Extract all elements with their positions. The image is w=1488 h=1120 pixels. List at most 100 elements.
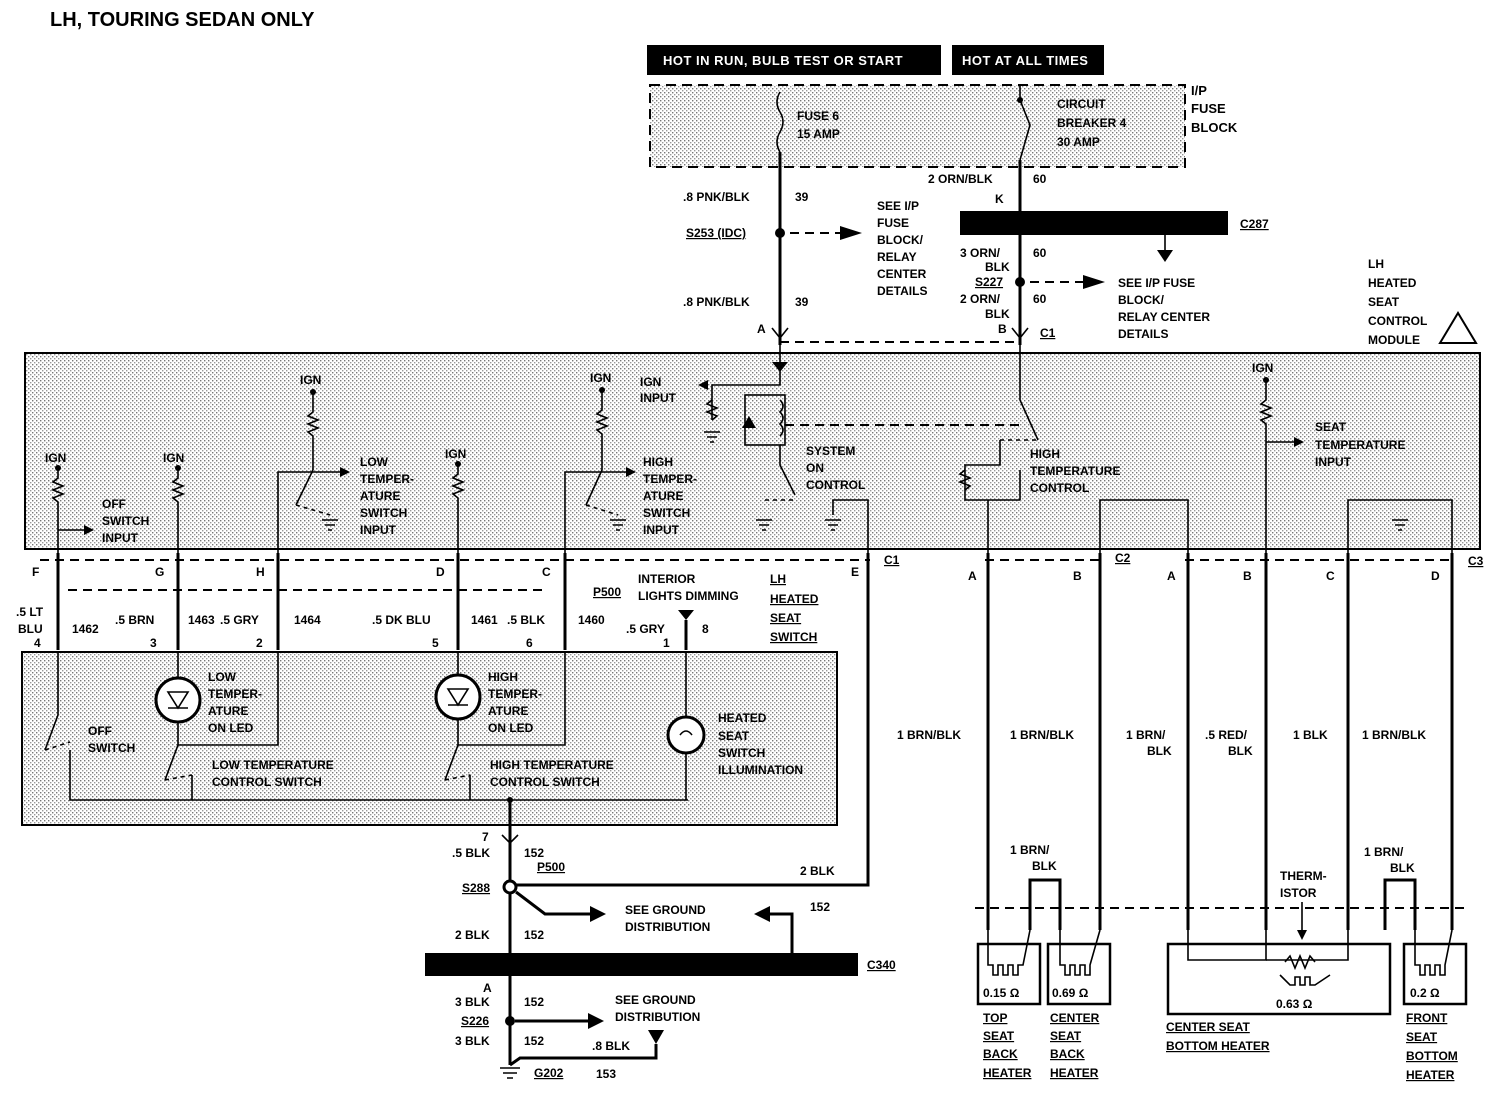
sw-pin-2: 2 — [256, 636, 263, 650]
relay-coil-box — [744, 394, 786, 446]
ign-label-seat: IGN — [1252, 361, 1273, 375]
pin-h: H — [256, 565, 265, 579]
bottom-heater-box — [1166, 942, 1392, 1016]
connector-c340-bar — [425, 953, 858, 976]
sw-pin-6: 6 — [526, 636, 533, 650]
sw-pin-4: 4 — [34, 636, 41, 650]
ground-w6: .8 BLK — [592, 1039, 630, 1053]
heater-wire-4: .5 RED/ — [1205, 728, 1248, 742]
bottom-heater-2: BOTTOM HEATER — [1166, 1039, 1270, 1053]
wire-c-label: .5 BLK — [507, 613, 545, 627]
resistor-high-sw-icon — [594, 390, 610, 470]
resistor-low-led-icon — [170, 468, 186, 553]
see-ip-4: RELAY — [877, 250, 917, 264]
ground-w6-wire — [509, 1044, 658, 1067]
led-diode-icon — [166, 691, 190, 710]
ground-see1-2: DISTRIBUTION — [625, 920, 710, 934]
pin-e: E — [851, 565, 859, 579]
connector-chevron-icon — [771, 327, 789, 340]
pin-g: G — [155, 565, 164, 579]
ign-label-off: IGN — [45, 451, 66, 465]
module-label-3: SEAT — [1368, 295, 1400, 309]
circuit-1461: 1461 — [471, 613, 498, 627]
see-ip-6: DETAILS — [877, 284, 927, 298]
center-heater-3: BACK — [1050, 1047, 1085, 1061]
module-loop-c3c-c3d — [1347, 499, 1453, 553]
module-c1-label: C1 — [884, 553, 900, 567]
resistor-seat-icon — [1258, 380, 1274, 553]
high-input-5: INPUT — [643, 523, 680, 537]
front-heater-4: HEATER — [1406, 1068, 1455, 1082]
top-heater-ohm: 0.15 Ω — [983, 986, 1020, 1000]
high-led-3: ATURE — [488, 704, 528, 718]
high-ctrl-switch — [1019, 345, 1039, 441]
arrow-down-icon — [1297, 930, 1307, 940]
feed-wire-2-label: .8 PNK/BLK — [683, 295, 750, 309]
heater-grid-icon — [1059, 929, 1101, 976]
heated-seat-control-module — [24, 352, 1481, 550]
jumper-2-label-2: BLK — [1390, 861, 1415, 875]
thermistor-2: ISTOR — [1280, 886, 1317, 900]
ground-icon — [756, 519, 772, 531]
ign-label-high-led: IGN — [445, 447, 466, 461]
ground-e-line — [832, 499, 869, 553]
hot-in-run-label: HOT IN RUN, BULB TEST OR START — [663, 53, 903, 68]
bottom-heater-path — [1187, 930, 1267, 961]
sw-pin-5: 5 — [432, 636, 439, 650]
arrow-left-icon — [754, 906, 770, 922]
center-seat-back-heater — [1046, 929, 1112, 1006]
center-heater-1: CENTER — [1050, 1011, 1100, 1025]
high-input-1: HIGH — [643, 455, 673, 469]
wire-e-2blk — [515, 553, 870, 887]
fuse-amp: 15 AMP — [797, 127, 840, 141]
circuit-breaker-icon — [1019, 85, 1031, 161]
top-heater-2: SEAT — [983, 1029, 1015, 1043]
high-input-switch — [585, 469, 603, 506]
ip-fuse-block — [649, 84, 1186, 168]
connector-c287-bar — [960, 211, 1228, 235]
circuit-1463: 1463 — [188, 613, 215, 627]
resistor-high-led-icon — [450, 464, 466, 553]
ign-input-2: INPUT — [640, 391, 677, 405]
wire-d-label: .5 DK BLU — [372, 613, 431, 627]
relay-coil-icon — [778, 399, 784, 437]
top-heater-1: TOP — [983, 1011, 1007, 1025]
ground-c152-wire — [770, 912, 794, 953]
sw-label-3: SEAT — [770, 611, 802, 625]
ground-c152: 152 — [810, 900, 830, 914]
off-switch-2: SWITCH — [88, 741, 135, 755]
module-loop-c2b-c3a — [1099, 499, 1189, 553]
splice-s288-icon — [502, 879, 518, 895]
illum-1: HEATED — [718, 711, 767, 725]
system-on-1: SYSTEM — [806, 444, 855, 458]
high-ctrl-1: HIGH — [1030, 447, 1060, 461]
low-led-3: ATURE — [208, 704, 248, 718]
circuit-1462: 1462 — [72, 622, 99, 636]
low-led-2: TEMPER- — [208, 687, 262, 701]
off-switch-contact — [44, 652, 59, 751]
ground-icon — [825, 519, 841, 531]
see-relay-4: DETAILS — [1118, 327, 1168, 341]
see-ip-2: FUSE — [877, 216, 909, 230]
arrow-left-icon — [698, 380, 708, 390]
seat-input-1: SEAT — [1315, 420, 1347, 434]
dimming-1: INTERIOR — [638, 572, 696, 586]
resistor-icon — [704, 399, 720, 421]
breaker-pin-k: K — [995, 192, 1004, 206]
connector-c287-label: C287 — [1240, 217, 1269, 231]
breaker-wire-2b: BLK — [985, 260, 1010, 274]
node-icon — [1263, 377, 1269, 383]
breaker-label-2: BREAKER 4 — [1057, 116, 1127, 130]
ground-c4: 152 — [524, 995, 544, 1009]
hot-at-all-times-label: HOT AT ALL TIMES — [962, 53, 1088, 68]
off-input-3: INPUT — [102, 531, 139, 545]
breaker-pin-b: B — [998, 322, 1007, 336]
node-icon — [599, 387, 605, 393]
front-heater-1: FRONT — [1406, 1011, 1448, 1025]
ground-g202: G202 — [534, 1066, 564, 1080]
illum-4: ILLUMINATION — [718, 763, 803, 777]
heater-grid-icon — [1414, 929, 1453, 976]
dim-sw-pin: 1 — [663, 636, 670, 650]
heater-grid-icon — [987, 929, 1031, 976]
